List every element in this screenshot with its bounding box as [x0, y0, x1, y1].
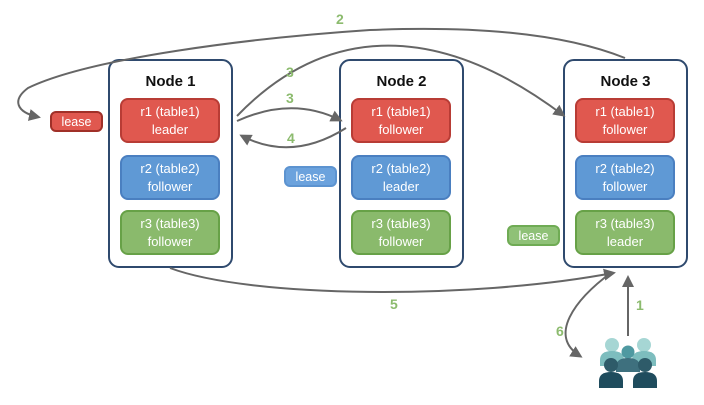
node-1-replica-r3: r3 (table3) follower	[120, 210, 220, 255]
node-2-replica-r1: r1 (table1) follower	[351, 98, 451, 143]
step-label-4: 4	[287, 130, 295, 146]
node-1: Node 1 r1 (table1) leader r2 (table2) fo…	[108, 59, 233, 268]
node-3-replica-r3: r3 (table3) leader	[575, 210, 675, 255]
node-2-title: Node 2	[376, 73, 427, 90]
replica-name: r3 (table3)	[140, 216, 200, 232]
replica-name: r3 (table3)	[371, 216, 431, 232]
node-2-replica-r2: r2 (table2) leader	[351, 155, 451, 200]
node-1-replica-r1: r1 (table1) leader	[120, 98, 220, 143]
step-label-2: 2	[336, 11, 344, 27]
node-2-replica-r3: r3 (table3) follower	[351, 210, 451, 255]
replica-name: r1 (table1)	[371, 104, 431, 120]
step-label-5: 5	[390, 296, 398, 312]
lease-badge-table2: lease	[284, 166, 337, 187]
replica-name: r3 (table3)	[595, 216, 655, 232]
users-icon	[599, 338, 657, 388]
replica-role: leader	[151, 121, 189, 137]
step-label-6: 6	[556, 323, 564, 339]
node-2: Node 2 r1 (table1) follower r2 (table2) …	[339, 59, 464, 268]
replica-role: leader	[382, 178, 420, 194]
replica-role: follower	[602, 121, 648, 137]
step-label-3a: 3	[286, 64, 294, 80]
replica-name: r1 (table1)	[595, 104, 655, 120]
replica-name: r2 (table2)	[371, 161, 431, 177]
step-label-1: 1	[636, 297, 644, 313]
node-3: Node 3 r1 (table1) follower r2 (table2) …	[563, 59, 688, 268]
node-1-replica-r2: r2 (table2) follower	[120, 155, 220, 200]
replica-role: follower	[147, 233, 193, 249]
node-3-replica-r2: r2 (table2) follower	[575, 155, 675, 200]
replica-role: leader	[606, 233, 644, 249]
replica-name: r2 (table2)	[595, 161, 655, 177]
lease-badge-table3: lease	[507, 225, 560, 246]
node-3-replica-r1: r1 (table1) follower	[575, 98, 675, 143]
replica-name: r2 (table2)	[140, 161, 200, 177]
replica-name: r1 (table1)	[140, 104, 200, 120]
lease-badge-table1: lease	[50, 111, 103, 132]
node-3-title: Node 3	[600, 73, 651, 90]
replica-role: follower	[147, 178, 193, 194]
arrow-step-3-leader-to-node2	[236, 107, 343, 122]
arrow-step-5-node1-to-node3	[169, 267, 616, 293]
replica-role: follower	[378, 121, 424, 137]
replica-role: follower	[378, 233, 424, 249]
replica-role: follower	[602, 178, 648, 194]
step-label-3b: 3	[286, 90, 294, 106]
node-1-title: Node 1	[145, 73, 196, 90]
